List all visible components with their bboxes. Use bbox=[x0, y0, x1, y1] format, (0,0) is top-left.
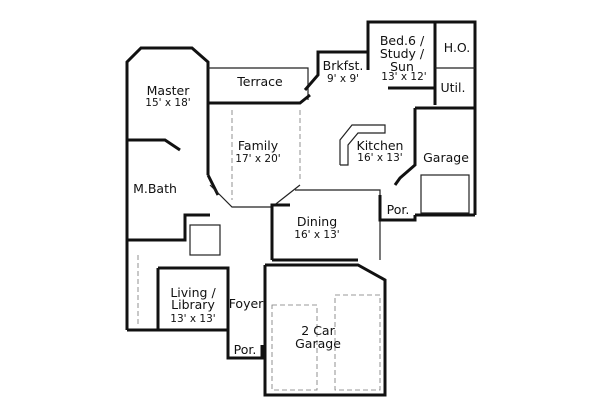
car-garage-label-2: Garage bbox=[295, 336, 341, 351]
family-label: Family bbox=[238, 138, 279, 153]
car-garage-label-1: 2 Car bbox=[301, 323, 335, 338]
kitchen-size: 16' x 13' bbox=[357, 152, 402, 164]
bed6-label-3: Sun bbox=[390, 59, 414, 74]
bed6-label-1: Bed.6 / bbox=[380, 33, 425, 48]
room-labels: Bed.6 /Study /Sun 13' x 12' H.O. Brkfst.… bbox=[133, 33, 470, 357]
living-size: 13' x 13' bbox=[170, 313, 215, 325]
walls bbox=[125, 20, 477, 397]
garage-label: Garage bbox=[423, 150, 469, 165]
brkfst-label: Brkfst. bbox=[323, 58, 364, 73]
dining-label: Dining bbox=[297, 214, 337, 229]
svg-text:Living /Library: Living /Library bbox=[170, 285, 216, 312]
por-bottom-label: Por. bbox=[234, 342, 257, 357]
bed6-size: 13' x 12' bbox=[381, 71, 426, 83]
living-label-2: Library bbox=[171, 297, 215, 312]
dining-size: 16' x 13' bbox=[294, 229, 339, 241]
terrace-label: Terrace bbox=[236, 74, 283, 89]
kitchen-label: Kitchen bbox=[357, 138, 404, 153]
brkfst-size: 9' x 9' bbox=[327, 73, 359, 85]
util-label: Util. bbox=[441, 80, 466, 95]
svg-text:Bed.6 /Study /Sun: Bed.6 /Study /Sun bbox=[380, 33, 425, 74]
family-size: 17' x 20' bbox=[235, 153, 280, 165]
master-size: 15' x 18' bbox=[145, 97, 190, 109]
bed6-label-2: Study / bbox=[380, 46, 425, 61]
ho-label: H.O. bbox=[444, 40, 470, 55]
foyer-label: Foyer bbox=[229, 296, 264, 311]
master-label: Master bbox=[147, 83, 191, 98]
por-right-label: Por. bbox=[387, 202, 410, 217]
living-label-1: Living / bbox=[170, 285, 216, 300]
mbath-label: M.Bath bbox=[133, 181, 177, 196]
